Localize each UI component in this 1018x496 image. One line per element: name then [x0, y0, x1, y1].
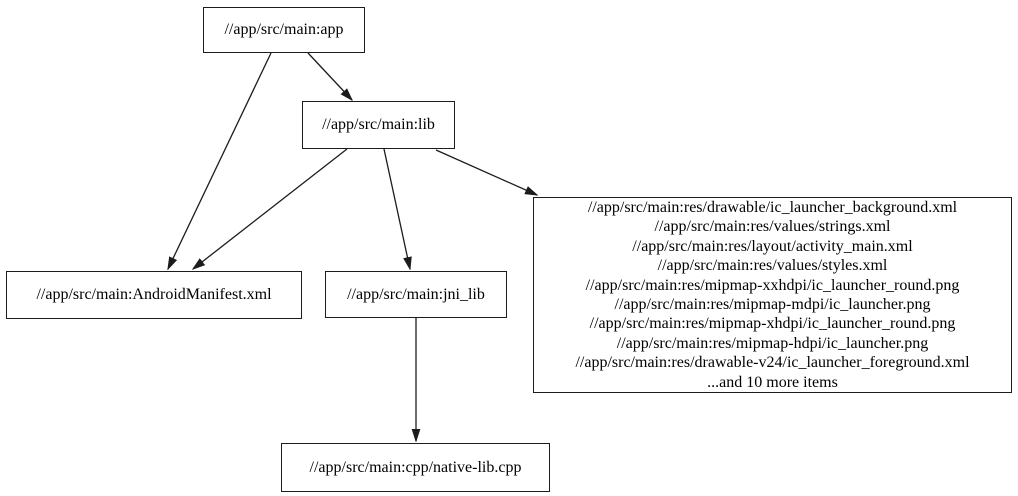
node-jni-lib-label: //app/src/main:jni_lib — [347, 285, 485, 303]
node-app-label: //app/src/main:app — [224, 21, 344, 38]
node-lib-label: //app/src/main:lib — [322, 116, 435, 133]
res-file-item: //app/src/main:res/values/styles.xml — [657, 257, 888, 275]
node-native-lib-cpp: //app/src/main:cpp/native-lib.cpp — [281, 443, 550, 492]
node-android-manifest-label: //app/src/main:AndroidManifest.xml — [36, 286, 272, 303]
node-lib: //app/src/main:lib — [302, 101, 455, 149]
res-file-item: //app/src/main:res/mipmap-mdpi/ic_launch… — [614, 296, 931, 313]
edge-lib-to-jni-lib — [383, 148, 410, 269]
edge-lib-to-manifest — [193, 148, 348, 269]
res-file-item: //app/src/main:res/mipmap-xhdpi/ic_launc… — [589, 315, 956, 333]
res-file-item: //app/src/main:res/drawable/ic_launcher_… — [587, 198, 958, 216]
node-native-lib-cpp-label: //app/src/main:cpp/native-lib.cpp — [309, 458, 522, 476]
res-file-item: //app/src/main:res/mipmap-xxhdpi/ic_laun… — [585, 276, 960, 294]
edge-app-to-lib — [307, 52, 352, 100]
node-jni-lib: //app/src/main:jni_lib — [325, 271, 507, 318]
node-android-manifest: //app/src/main:AndroidManifest.xml — [6, 271, 302, 319]
node-res-files: //app/src/main:res/drawable/ic_launcher_… — [533, 197, 1012, 393]
res-file-item: //app/src/main:res/layout/activity_main.… — [632, 237, 913, 255]
res-file-item: //app/src/main:res/drawable-v24/ic_launc… — [575, 354, 970, 372]
edge-app-to-manifest — [168, 52, 272, 269]
node-app: //app/src/main:app — [203, 7, 365, 53]
res-file-item: //app/src/main:res/values/strings.xml — [654, 218, 891, 236]
res-more-items-note: ...and 10 more items — [707, 373, 838, 391]
res-file-item: //app/src/main:res/mipmap-hdpi/ic_launch… — [616, 334, 929, 352]
edge-lib-to-res — [435, 149, 537, 195]
